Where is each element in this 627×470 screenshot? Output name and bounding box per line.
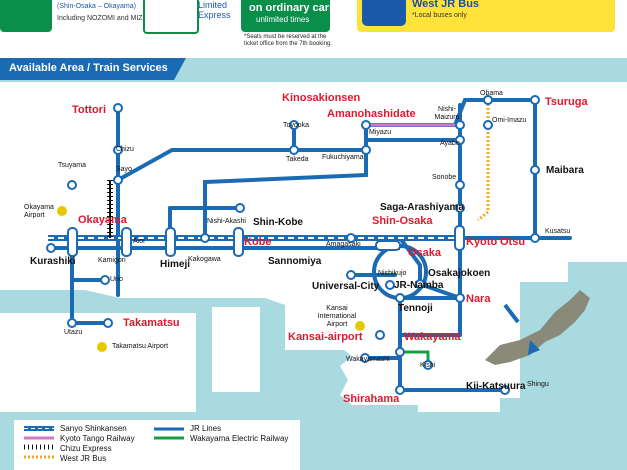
station-amanohashidate: Amanohashidate	[327, 108, 416, 120]
station-sayo: Sayo	[116, 166, 132, 173]
station-utazu: Utazu	[64, 329, 83, 336]
station-nishi-maizuru: Nishi-Maizuru	[434, 106, 460, 121]
station-chizu: Chizu	[116, 146, 134, 153]
legend-sanyo-shinkansen-swatch	[24, 426, 54, 431]
ordinary-cars-panel	[241, 0, 330, 32]
section-title: Available Area / Train Services	[9, 62, 168, 74]
local-buses-note: *Local buses only	[412, 12, 467, 19]
shinkansen-route-note: (Shin-Osaka – Okayama)	[57, 3, 136, 10]
awaji-island	[212, 307, 260, 392]
station-kurashiki: Kurashiki	[30, 256, 76, 267]
stations	[46, 95, 540, 395]
major-stations	[67, 225, 465, 257]
station-okayama: Okayama	[78, 214, 127, 226]
station-ayabe: Ayabe	[440, 140, 460, 147]
station-himeji: Himeji	[160, 259, 191, 270]
limited-express-panel	[143, 0, 199, 34]
station-obama: Obama	[480, 90, 503, 97]
west-jr-bus-line	[477, 100, 490, 222]
station-maibara: Maibara	[546, 165, 584, 176]
legend-jr-lines: JR Lines	[190, 424, 222, 433]
takamatsu-airport-label: Takamatsu Airport	[112, 343, 169, 350]
station-jr-namba: JR-Namba	[394, 280, 444, 291]
station-shin-osaka: Shin-Osaka	[372, 215, 433, 227]
station-kamigori: Kamigori	[98, 257, 126, 264]
legend-sanyo-shinkansen: Sanyo Shinkansen	[60, 424, 127, 433]
shinkansen-panel	[0, 0, 52, 32]
station-shingu: Shingu	[527, 381, 549, 388]
japan-inset-map	[485, 290, 590, 365]
station-nara: Nara	[466, 293, 491, 305]
station-kinosakionsen: Kinosakionsen	[282, 92, 361, 104]
legend-kyoto-tango: Kyoto Tango Railway	[60, 434, 135, 443]
station-amagasaki: Amagasaki	[326, 241, 361, 248]
bus-icon	[362, 0, 406, 26]
station-miyazu: Miyazu	[369, 129, 392, 136]
station-tottori: Tottori	[72, 104, 107, 116]
station-fukuchiyama: Fukuchiyama	[322, 154, 364, 161]
seat-reservation-note: *Seats must be reserved at the ticket of…	[244, 34, 332, 47]
kansai-airport-label: Kansai International Airport	[317, 305, 357, 328]
station-saga-arashiyama: Saga-Arashiyama	[380, 202, 464, 213]
station-kishi: Kishi	[420, 362, 436, 369]
station-kusatsu: Kusatsu	[545, 228, 571, 235]
station-nishikujo: Nishikujo	[378, 270, 407, 277]
station-omi-imazu: Omi-Imazu	[492, 117, 527, 124]
station-takamatsu: Takamatsu	[123, 317, 180, 329]
shinkansen-included-note: Including NOZOMI and MIZUHO	[57, 15, 159, 22]
station-osaka: Osaka	[408, 247, 442, 259]
station-toyooka: Toyooka	[283, 122, 310, 129]
station-shin-kobe: Shin-Kobe	[253, 217, 303, 228]
station-kansai-airport: Kansai-airport	[288, 331, 363, 343]
station-shirahama: Shirahama	[343, 393, 400, 405]
shikoku-land	[0, 313, 196, 412]
legend-west-jr-bus: West JR Bus	[60, 454, 107, 463]
station-kobe: Kobe	[244, 236, 272, 248]
station-osakajokoen: Osakajokoen	[428, 268, 491, 279]
station-universal-city: Universal-City	[312, 281, 380, 292]
station-kakogawa: Kakogawa	[188, 256, 221, 263]
limited-express-label: Limited Express	[198, 0, 231, 20]
unlimited-times-label: unlimited times	[256, 15, 310, 24]
station-tsuruga: Tsuruga	[545, 96, 588, 108]
station-wakayama: Wakayama	[404, 331, 461, 343]
airport-icons	[57, 206, 365, 352]
west-jr-bus-label: West JR Bus	[412, 0, 480, 10]
station-sonobe: Sonobe	[432, 174, 457, 181]
legend: Sanyo Shinkansen Kyoto Tango Railway Chi…	[14, 420, 300, 470]
legend-chizu-express: Chizu Express	[60, 444, 112, 453]
station-uno: Uno	[110, 276, 123, 283]
station-otsu: Otsu	[500, 236, 526, 248]
okayama-airport-label: Okayama Airport	[24, 204, 54, 219]
station-kyoto: Kyoto	[466, 236, 498, 248]
section-title-bar	[0, 58, 174, 80]
station-sannomiya: Sannomiya	[268, 256, 322, 267]
station-wakayamashi: Wakayamashi	[346, 356, 390, 363]
station-tsuyama: Tsuyama	[58, 162, 87, 169]
station-kii-katsuura: Kii-Katsuura	[466, 381, 526, 392]
station-nishi-akashi: Nishi-Akashi	[207, 218, 246, 225]
station-aioi: Aioi	[133, 238, 145, 245]
station-takeda: Takeda	[286, 156, 309, 163]
legend-wakayama-electric: Wakayama Electric Railway	[190, 434, 289, 443]
ordinary-cars-label: on ordinary cars	[249, 2, 336, 14]
station-tennoji: Tennoji	[398, 303, 433, 314]
